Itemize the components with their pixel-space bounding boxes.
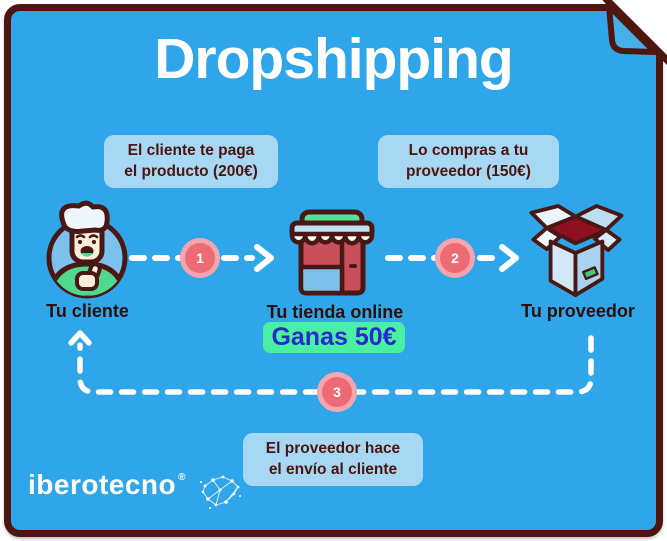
online-store-icon (289, 209, 375, 296)
step1-number-badge: 1 (185, 243, 215, 273)
brand-logo: iberotecno ® (28, 469, 242, 512)
callout-step1: El cliente te paga el producto (200€) (104, 135, 278, 188)
supplier-label: Tu proveedor (521, 301, 635, 321)
step1-number: 1 (196, 250, 204, 266)
step2-number: 2 (451, 250, 459, 266)
step2-number-badge: 2 (440, 243, 470, 273)
registered-trademark-symbol: ® (178, 472, 186, 483)
callout-step2: Lo compras a tu proveedor (150€) (378, 135, 559, 188)
brand-name: iberotecno (28, 469, 177, 500)
page-title: Dropshipping (154, 27, 513, 91)
step3-number-badge: 3 (322, 377, 352, 407)
open-box-icon (529, 204, 624, 298)
callout-step3: El proveedor hace el envío al cliente (243, 433, 423, 486)
customer-avatar-icon (46, 200, 128, 299)
constellation-spain-icon (199, 475, 241, 509)
client-label: Tu cliente (46, 301, 129, 321)
store-label: Tu tienda online (266, 302, 404, 322)
profit-badge: Ganas 50€ (263, 322, 405, 353)
page-fold-corner-icon (602, 0, 667, 65)
step3-number: 3 (333, 384, 341, 400)
